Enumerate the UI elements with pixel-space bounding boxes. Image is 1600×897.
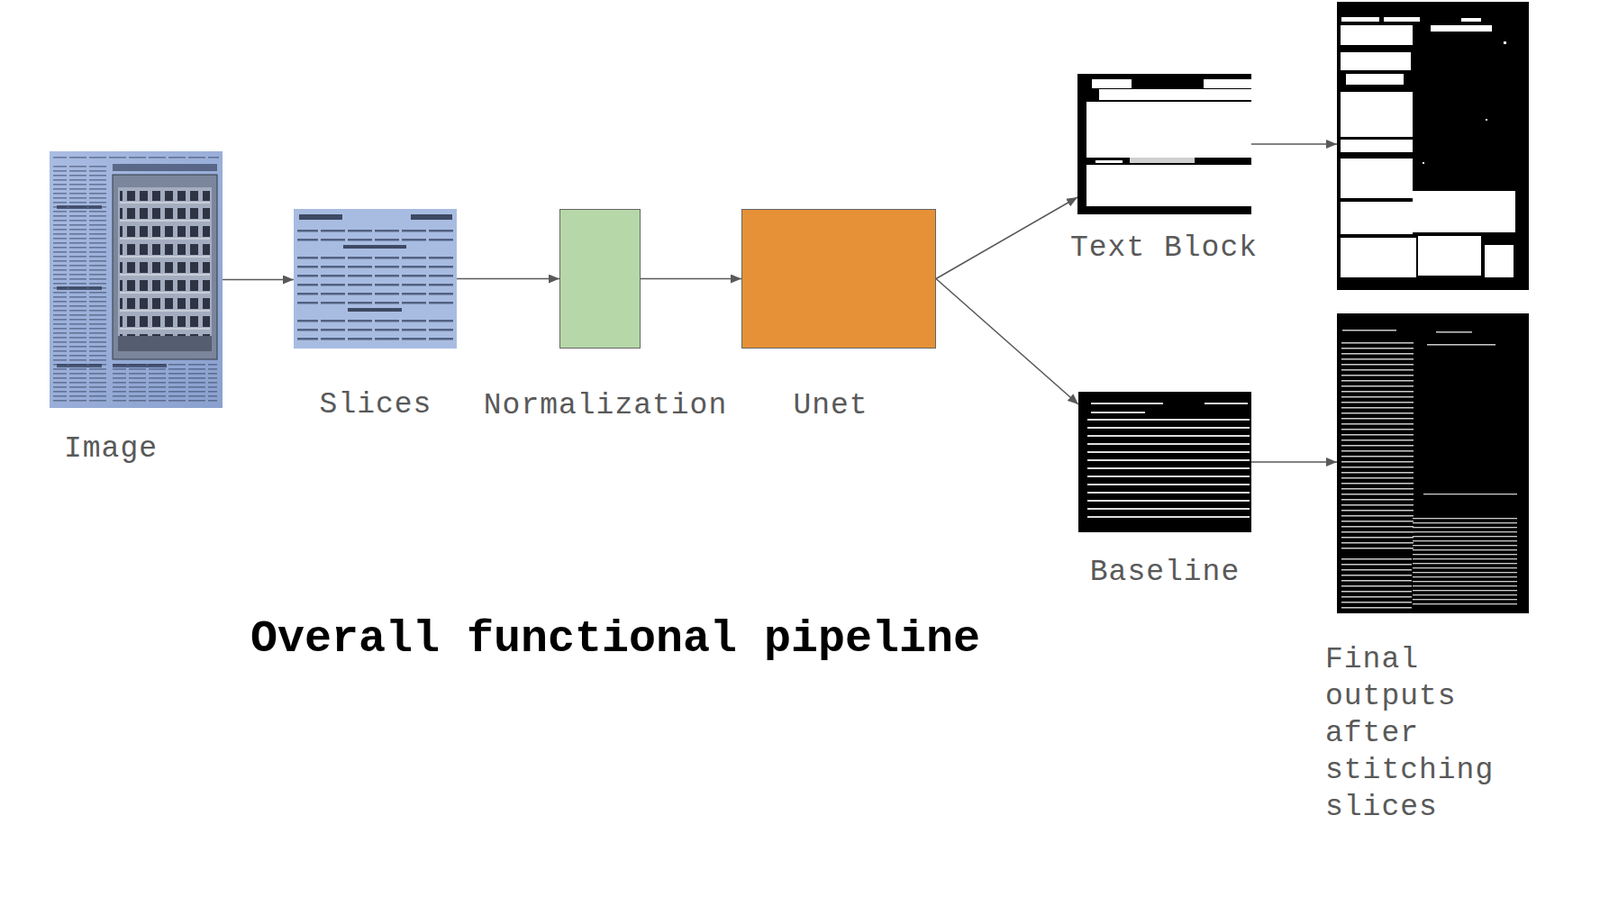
baseline-node: Baseline [1078, 391, 1252, 533]
flow-arrow [936, 279, 1079, 406]
flow-arrow [640, 278, 742, 281]
final-output-node: Final outputs after stitching slices [1336, 1, 1529, 614]
newspaper-image [49, 151, 223, 409]
node-label: Text Block [1070, 229, 1258, 267]
normalization-box: Normalization [559, 209, 641, 349]
stitched-text-block-mask [1336, 1, 1529, 291]
slice-image [293, 209, 457, 349]
flow-arrow [456, 278, 560, 281]
unet-box: Unet [741, 209, 937, 349]
diagram-title: Overall functional pipeline [250, 612, 981, 667]
flow-arrow [1251, 461, 1337, 464]
node-label: Image [63, 430, 158, 468]
text-block-node: Text Block [1077, 73, 1252, 215]
baseline-mask [1078, 391, 1252, 533]
image-node: Image [49, 151, 223, 409]
node-label: Final outputs after stitching slices [1325, 641, 1506, 827]
node-label: Baseline [1090, 554, 1240, 591]
flow-arrow [1251, 143, 1337, 146]
flow-arrow [222, 279, 294, 282]
text-block-mask [1077, 73, 1252, 215]
node-label: Unet [792, 387, 868, 425]
slices-node: Slices [293, 209, 457, 349]
stitched-baseline-mask [1336, 313, 1529, 614]
node-label: Slices [319, 386, 433, 424]
node-label: Normalization [483, 387, 728, 425]
flow-arrow [936, 197, 1078, 280]
